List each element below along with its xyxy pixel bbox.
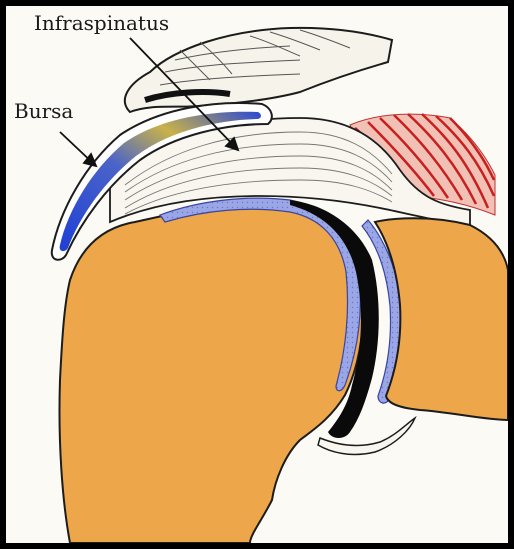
- humeral-head: [59, 200, 363, 543]
- figure-canvas: Infraspinatus Bursa: [6, 6, 508, 543]
- bursa-arrow: [60, 132, 96, 166]
- infraspinatus-label: Infraspinatus: [34, 11, 169, 35]
- acromion: [125, 28, 392, 112]
- bursa-label: Bursa: [14, 99, 73, 123]
- shoulder-diagram: Infraspinatus Bursa: [6, 6, 508, 543]
